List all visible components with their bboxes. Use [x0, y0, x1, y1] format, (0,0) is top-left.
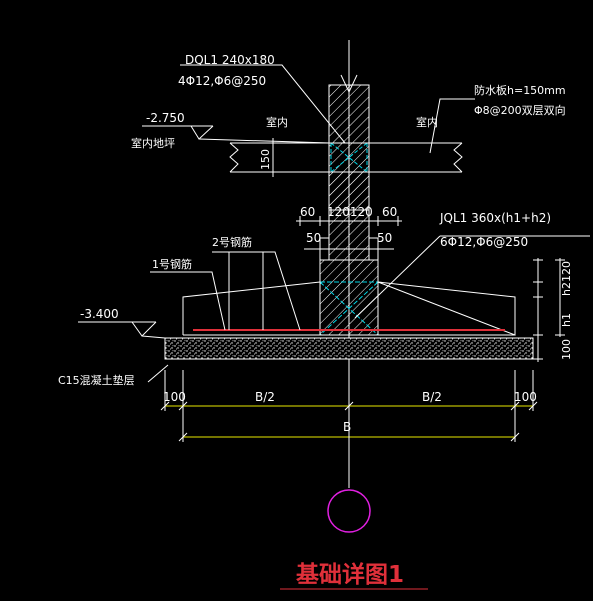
elevation-marker-bottom	[78, 321, 166, 339]
elevation-marker-floor	[142, 125, 331, 144]
label-dim-b2-left: B/2	[255, 390, 275, 404]
label-dim-60-left: 60	[300, 205, 315, 219]
label-waterproof-2: Φ8@200双层双向	[474, 103, 566, 117]
axis-bubble	[327, 489, 371, 533]
label-dim-50-right: 50	[377, 231, 392, 245]
footing	[182, 252, 516, 336]
label-dim-150: 150	[259, 149, 272, 170]
label-dql1-rebar: 4Φ12,Φ6@250	[178, 74, 266, 88]
label-c15: C15混凝土垫层	[58, 373, 135, 387]
dim-top-wall-line	[296, 216, 402, 250]
label-dim-50-left: 50	[306, 231, 321, 245]
c15-cushion	[164, 337, 534, 360]
label-floor-text: 室内地坪	[131, 136, 175, 150]
label-rebar-2: 2号钢筋	[212, 235, 252, 249]
label-indoor-right: 室内	[416, 115, 438, 129]
label-elev-bottom: -3.400	[80, 307, 119, 321]
leader-lines	[147, 64, 590, 383]
label-waterproof-1: 防水板h=150mm	[474, 83, 566, 97]
dim-bottom-ticks	[160, 370, 538, 442]
label-dim-h2: h2	[560, 282, 573, 296]
label-indoor-left: 室内	[266, 115, 288, 129]
label-rebar-1: 1号钢筋	[152, 257, 192, 271]
drawing-title: 基础详图1	[296, 561, 404, 588]
label-elev-floor: -2.750	[146, 111, 185, 125]
label-dim-100-right-bottom: 100	[514, 390, 537, 404]
label-jql1-name: JQL1 360x(h1+h2)	[439, 211, 551, 225]
label-dim-120-120: 120120	[327, 205, 373, 219]
label-dim-h1: h1	[560, 313, 573, 327]
label-dim-100-right: 100	[560, 339, 573, 360]
label-dim-60-right: 60	[382, 205, 397, 219]
label-dim-b2-right: B/2	[422, 390, 442, 404]
label-dql1-name: DQL1 240x180	[185, 53, 275, 67]
label-dim-b: B	[343, 420, 351, 434]
label-jql1-rebar: 6Φ12,Φ6@250	[440, 235, 528, 249]
dim-150-line	[268, 138, 278, 177]
wall-lower	[319, 171, 379, 336]
label-dim-120-right: 120	[560, 261, 573, 282]
label-dim-100-left: 100	[163, 390, 186, 404]
dim-right-vertical-line	[533, 258, 565, 362]
